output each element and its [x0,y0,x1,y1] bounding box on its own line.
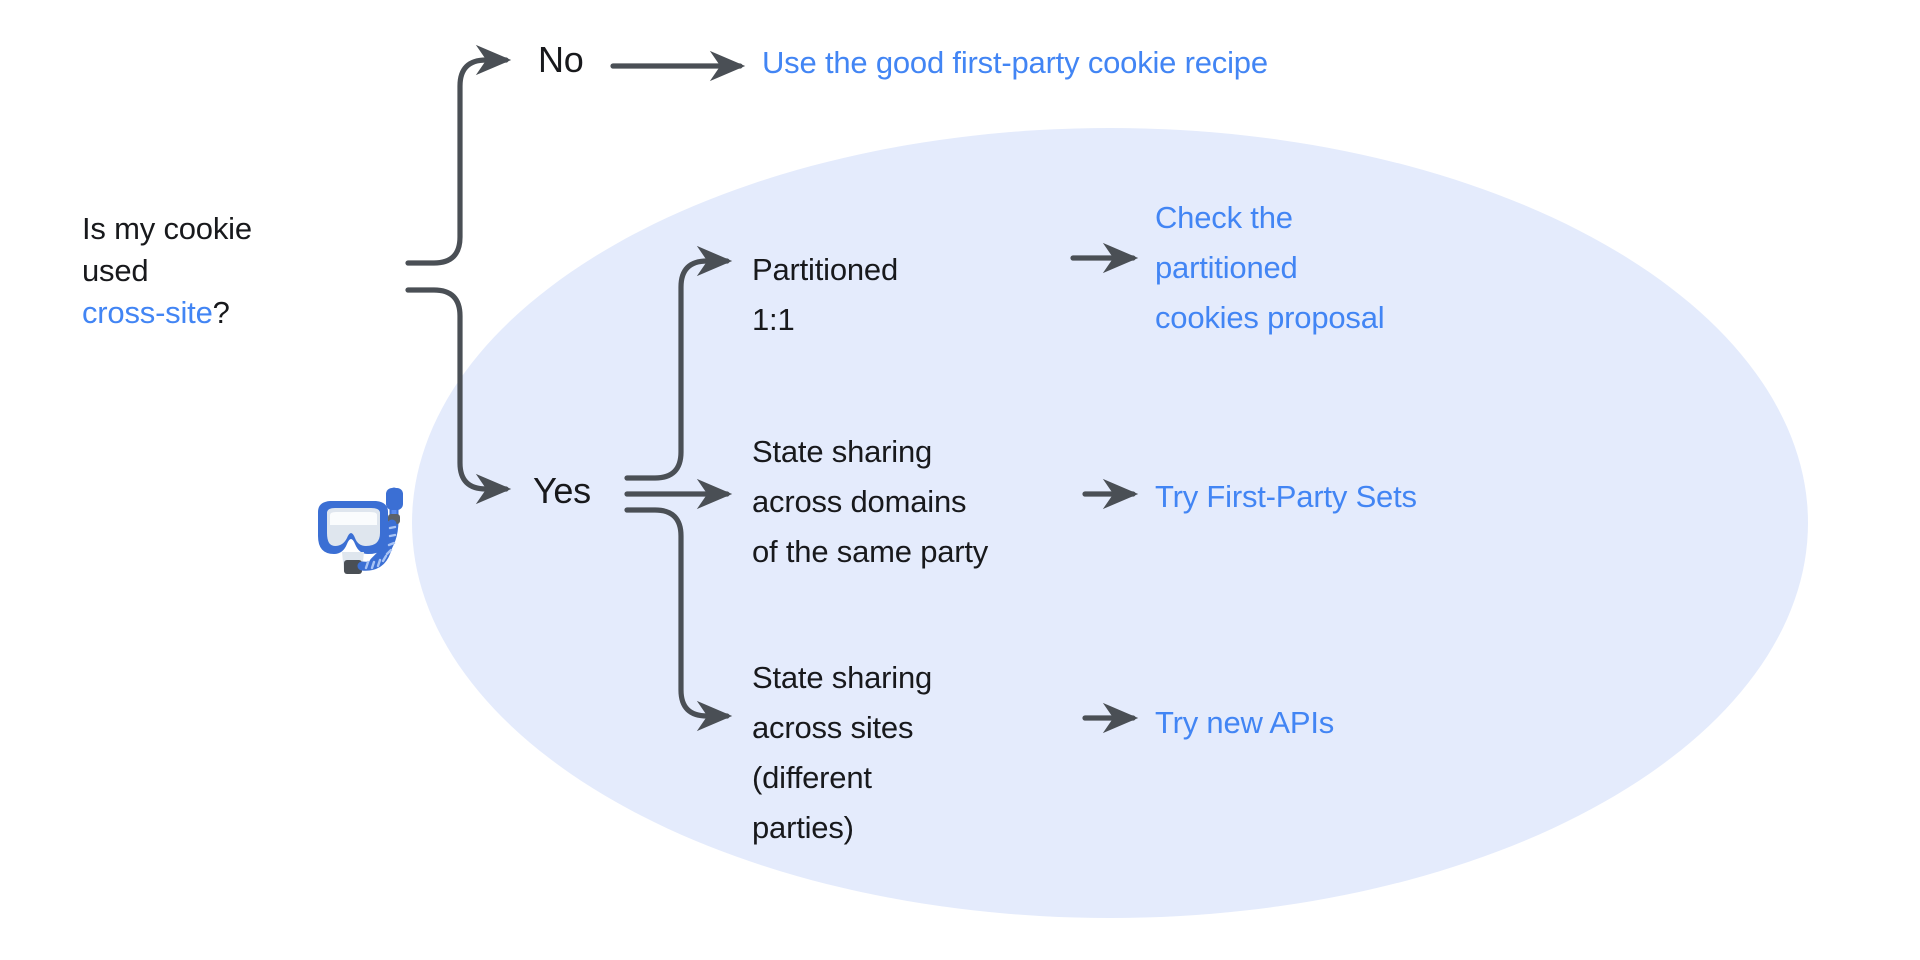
question-line-1: Is my cookie [82,211,252,246]
question-line-2: used [82,253,149,288]
condition-state-sharing-across-sites: State sharing across sites (different pa… [752,660,933,845]
question-node: Is my cookie used cross-site? [82,208,362,334]
diving-mask-icon [318,487,403,574]
condition-state-sharing-across-domains: State sharing across domains of the same… [752,434,989,569]
condition-partitioned-1-1: Partitioned 1:1 [752,252,899,337]
branch-label-no: No [538,39,584,80]
outcome-first-party-cookie-recipe[interactable]: Use the good first-party cookie recipe [762,45,1268,80]
branch-label-yes: Yes [533,470,591,511]
outcome-try-new-apis[interactable]: Try new APIs [1155,705,1335,740]
question-accent-cross-site: cross-site [82,295,213,330]
outcome-partitioned-cookies-proposal[interactable]: Check the partitioned cookies proposal [1155,200,1385,335]
cross-site-highlight-ellipse [412,128,1808,918]
outcome-try-first-party-sets[interactable]: Try First-Party Sets [1155,479,1417,514]
question-suffix: ? [212,295,230,330]
